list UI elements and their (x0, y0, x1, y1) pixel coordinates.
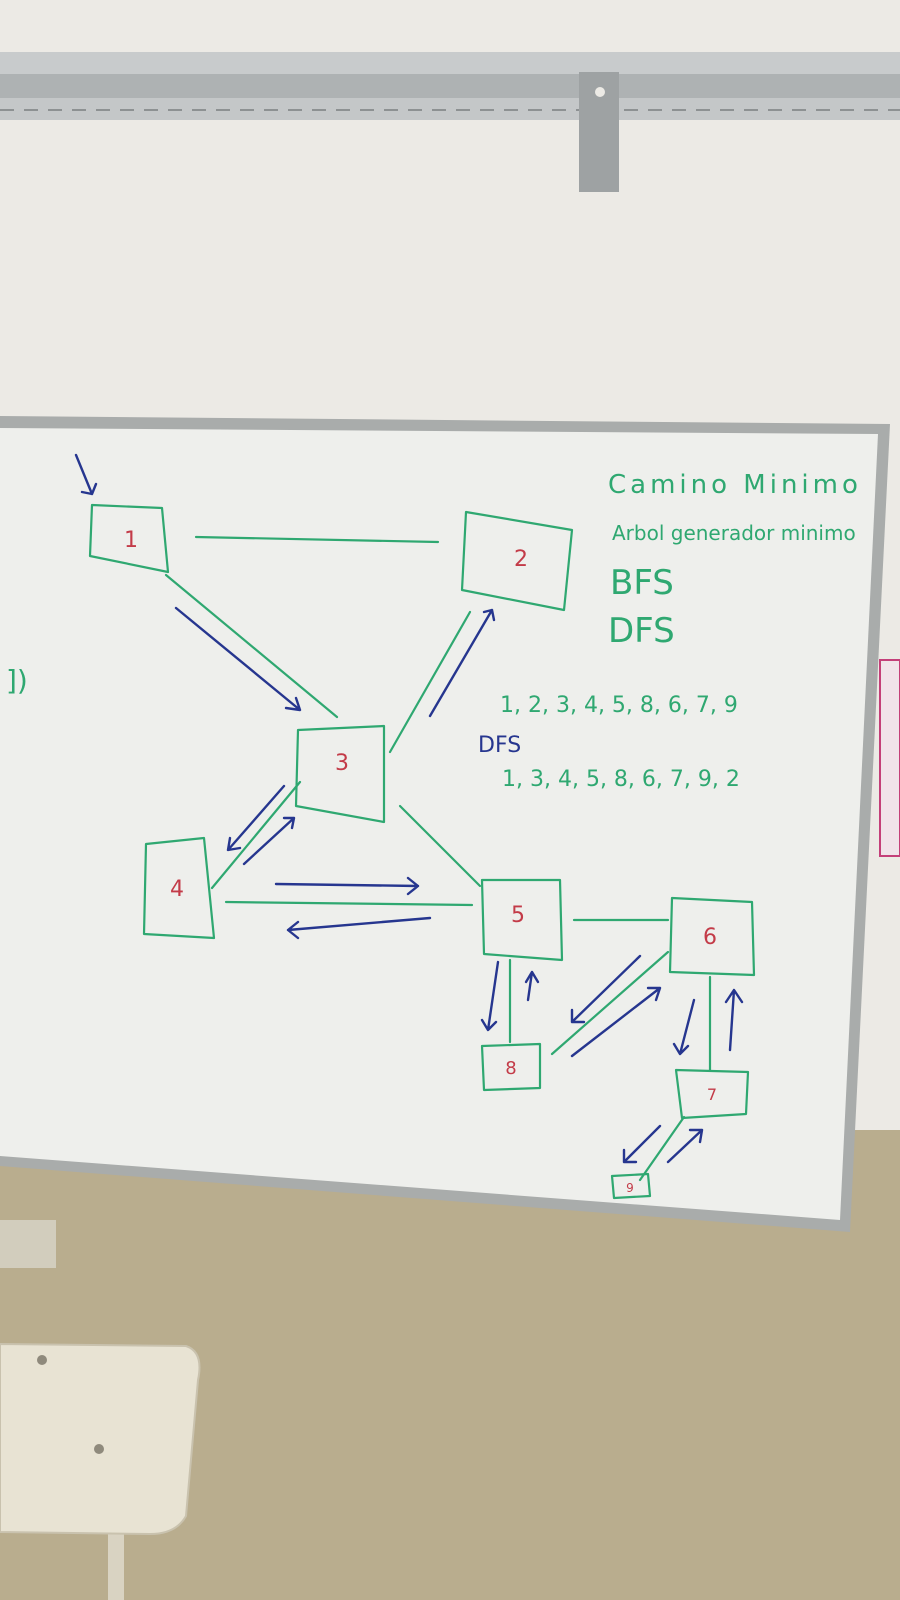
arrow-7-to-6 (724, 988, 744, 1052)
edge-3-5 (398, 804, 482, 888)
node-9-box (610, 1172, 652, 1200)
node-1-label: 1 (124, 528, 138, 553)
node-2-box (460, 510, 574, 612)
paper-sheet (879, 659, 900, 857)
arrow-8-to-5 (524, 970, 540, 1002)
topic-arbol-generador-minimo: Arbol generador minimo (612, 521, 856, 545)
node-3-box (294, 724, 386, 824)
arrow-9-to-7 (666, 1128, 704, 1164)
edge-3-4 (210, 780, 302, 890)
wall-rail (0, 52, 900, 192)
whiteboard (0, 416, 890, 1232)
node-6-box (668, 896, 756, 977)
bfs-order: 1, 2, 3, 4, 5, 8, 6, 7, 9 (500, 693, 738, 718)
arrow-7-to-9 (622, 1124, 662, 1164)
chair (0, 1342, 201, 1600)
edge-7-9 (638, 1115, 686, 1182)
arrow-3-to-4 (226, 784, 286, 852)
arrow-3-to-2 (428, 608, 496, 718)
node-7-label: 7 (707, 1085, 717, 1104)
graph-edges (164, 535, 712, 1182)
erased-fragment: ]) (6, 664, 28, 697)
arrow-4-to-3 (242, 816, 296, 866)
node-1-box (88, 503, 170, 574)
node-4-label: 4 (170, 877, 184, 902)
arrow-5-to-8 (480, 960, 500, 1032)
node-2-label: 2 (514, 547, 528, 572)
edge-1-3 (164, 573, 339, 719)
arrow-1-to-3 (174, 606, 302, 712)
topic-dfs: DFS (608, 611, 675, 651)
arrow-5-to-4 (286, 916, 432, 940)
node-9-label: 9 (626, 1181, 634, 1195)
arrow-6-to-8 (570, 954, 642, 1024)
start-arrow (74, 453, 98, 496)
dfs-heading: DFS (478, 733, 521, 758)
topic-camino-minimo: Camino Minimo (608, 470, 862, 500)
graph-node-boxes (88, 503, 756, 1200)
topic-list: Camino Minimo Arbol generador minimo BFS… (608, 470, 862, 651)
edge-3-2 (388, 610, 472, 754)
dfs-order: 1, 3, 4, 5, 8, 6, 7, 9, 2 (502, 767, 740, 792)
wall-scuff (0, 1220, 56, 1268)
edge-6-8 (550, 950, 670, 1056)
node-8-box (480, 1042, 542, 1092)
node-5-label: 5 (511, 903, 525, 928)
edge-4-5 (224, 900, 474, 907)
graph-node-labels: 1 2 3 4 5 6 7 8 9 (124, 528, 717, 1195)
node-7-box (674, 1068, 750, 1120)
edge-1-2 (194, 535, 440, 544)
arrow-4-to-5 (274, 876, 420, 896)
topic-bfs: BFS (610, 563, 674, 603)
node-8-label: 8 (505, 1058, 516, 1079)
arrow-8-to-6 (570, 986, 662, 1058)
node-4-box (142, 836, 216, 940)
node-6-label: 6 (703, 925, 717, 950)
node-3-label: 3 (335, 751, 349, 776)
arrow-6-to-7 (672, 998, 696, 1056)
traversal-arrows (74, 453, 744, 1164)
node-5-box (480, 878, 564, 962)
